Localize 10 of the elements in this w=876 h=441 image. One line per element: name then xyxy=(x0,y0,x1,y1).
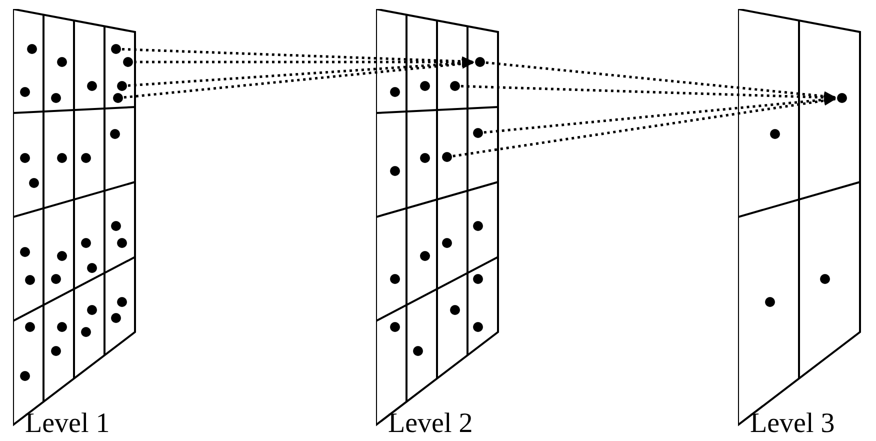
dotted-arrow xyxy=(124,58,474,99)
panel-label: Level 3 xyxy=(750,410,835,438)
panel-label: Level 1 xyxy=(25,410,110,438)
dotted-arrow xyxy=(460,84,836,102)
dotted-arrow xyxy=(486,61,836,102)
dotted-arrow xyxy=(484,94,836,134)
dotted-arrow xyxy=(134,57,474,67)
panel-label: Level 2 xyxy=(388,410,473,438)
dotted-arrow xyxy=(128,58,474,87)
dotted-arrow xyxy=(452,96,836,158)
